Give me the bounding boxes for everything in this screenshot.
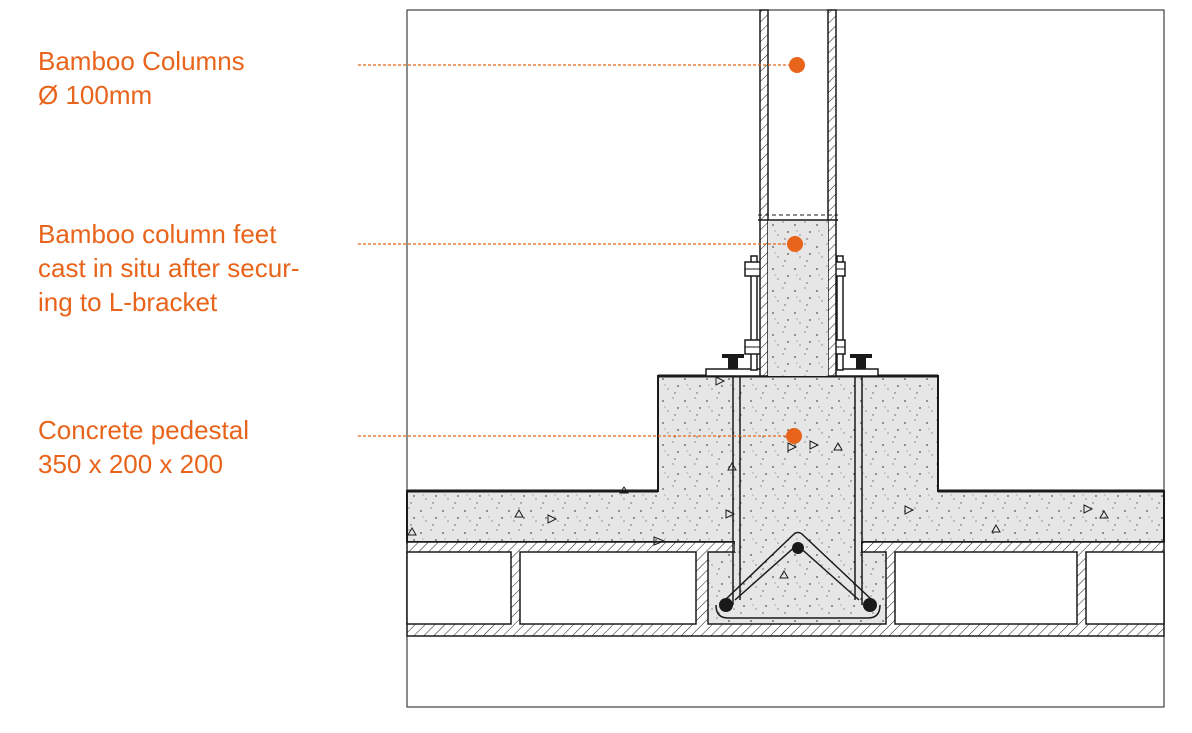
- label-bamboo-columns-line1: Bamboo Columns: [38, 46, 245, 76]
- bamboo-column-wall-left: [759, 9, 769, 377]
- rebar-left: [719, 598, 733, 612]
- leader-lines: [358, 64, 797, 437]
- pedestal-stem: [707, 541, 887, 625]
- label-column-feet-line3: ing to L-bracket: [38, 287, 218, 317]
- label-column-feet: Bamboo column feet cast in situ after se…: [38, 217, 300, 319]
- leader-dot-columns: [789, 57, 805, 73]
- aggregate-marks: [407, 376, 1109, 579]
- drawing-frame: [406, 9, 1165, 708]
- label-bamboo-columns: Bamboo Columns Ø 100mm: [38, 44, 245, 112]
- rebar-right: [863, 598, 877, 612]
- label-concrete-pedestal: Concrete pedestal 350 x 200 x 200: [38, 413, 249, 481]
- bamboo-column-wall-right: [827, 9, 837, 377]
- label-column-feet-line1: Bamboo column feet: [38, 219, 277, 249]
- label-concrete-pedestal-line2: 350 x 200 x 200: [38, 449, 224, 479]
- rebar-top: [792, 542, 804, 554]
- leader-dot-pedestal: [786, 428, 802, 444]
- label-concrete-pedestal-line1: Concrete pedestal: [38, 415, 250, 445]
- label-column-feet-line2: cast in situ after secur-: [38, 253, 300, 283]
- anchor-bolts: [722, 354, 872, 369]
- leader-dot-feet: [787, 236, 803, 252]
- label-bamboo-columns-line2: Ø 100mm: [38, 80, 153, 110]
- rebar-cage: [715, 370, 881, 619]
